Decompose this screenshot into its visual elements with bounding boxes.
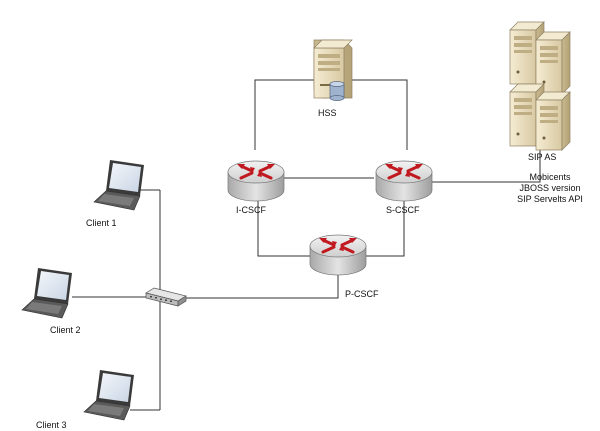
icscf-router-icon [227, 160, 285, 202]
sip-as-description-line1: Mobicents [529, 172, 571, 182]
sip-as-server-icon [509, 21, 571, 151]
pcscf-label: P-CSCF [345, 289, 379, 299]
sip-as-description-line3: SIP Servelts API [517, 194, 583, 204]
link-scscf-sipas [432, 150, 541, 183]
pcscf-router-icon [309, 234, 367, 276]
sip-as-label: SIP AS [528, 152, 557, 162]
links [72, 79, 541, 411]
link-hss-scscf [352, 79, 408, 150]
hss-server-icon [313, 39, 353, 101]
client2-laptop-icon [21, 268, 72, 319]
link-pcscf-switch [185, 270, 339, 299]
client1-laptop-icon [93, 160, 144, 211]
database-icon [329, 81, 345, 101]
sip-as-description-line2: JBOSS version [519, 183, 581, 193]
link-icscf-hss [254, 79, 318, 150]
client3-label: Client 3 [36, 420, 67, 430]
link-scscf-pcscf [366, 200, 405, 257]
client1-label: Client 1 [86, 218, 117, 228]
icscf-label: I-CSCF [236, 205, 266, 215]
network-switch-icon [145, 287, 187, 307]
scscf-label: S-CSCF [386, 205, 420, 215]
scscf-router-icon [375, 160, 433, 202]
client2-label: Client 2 [50, 325, 81, 335]
link-icscf-pcscf [257, 200, 310, 257]
client3-laptop-icon [83, 370, 134, 421]
hss-label: HSS [318, 108, 337, 118]
